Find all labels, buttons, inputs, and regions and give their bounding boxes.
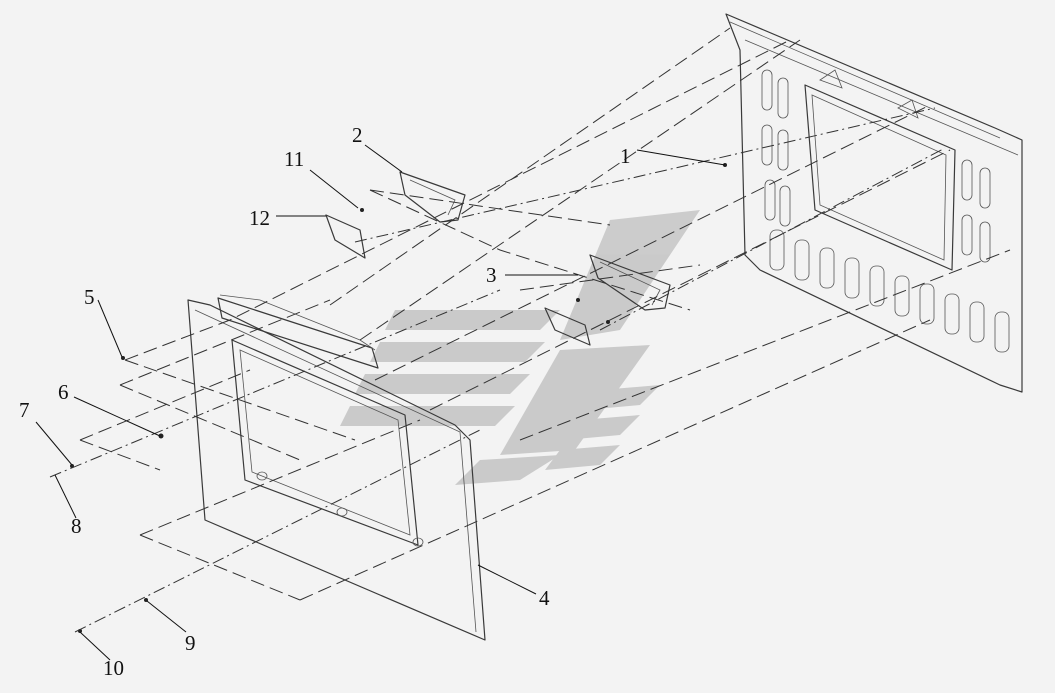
callout-5: 5	[84, 285, 95, 309]
bracket-part-2	[399, 171, 466, 223]
callout-12: 12	[249, 206, 270, 230]
callout-11: 11	[284, 147, 304, 171]
callout-3: 3	[486, 263, 497, 287]
inner-panel-part-4	[187, 294, 486, 641]
callout-7: 7	[19, 398, 30, 422]
bracket-part-3	[589, 254, 671, 311]
callout-9: 9	[185, 631, 196, 655]
callouts: 1 2 3 4 5 6 7 8 9 10 11 12	[19, 123, 631, 680]
callout-2: 2	[352, 123, 363, 147]
assembly-lines	[49, 27, 1011, 633]
lamp-cover-part-12	[325, 214, 366, 259]
rear-panel-part-1	[725, 13, 1023, 393]
callout-10: 10	[103, 656, 124, 680]
lamp-cover-lower	[544, 307, 591, 346]
watermark-logo	[340, 210, 700, 485]
callout-4: 4	[539, 586, 550, 610]
callout-6: 6	[58, 380, 69, 404]
leader-lines	[35, 144, 726, 661]
callout-8: 8	[71, 514, 82, 538]
callout-1: 1	[620, 144, 631, 168]
